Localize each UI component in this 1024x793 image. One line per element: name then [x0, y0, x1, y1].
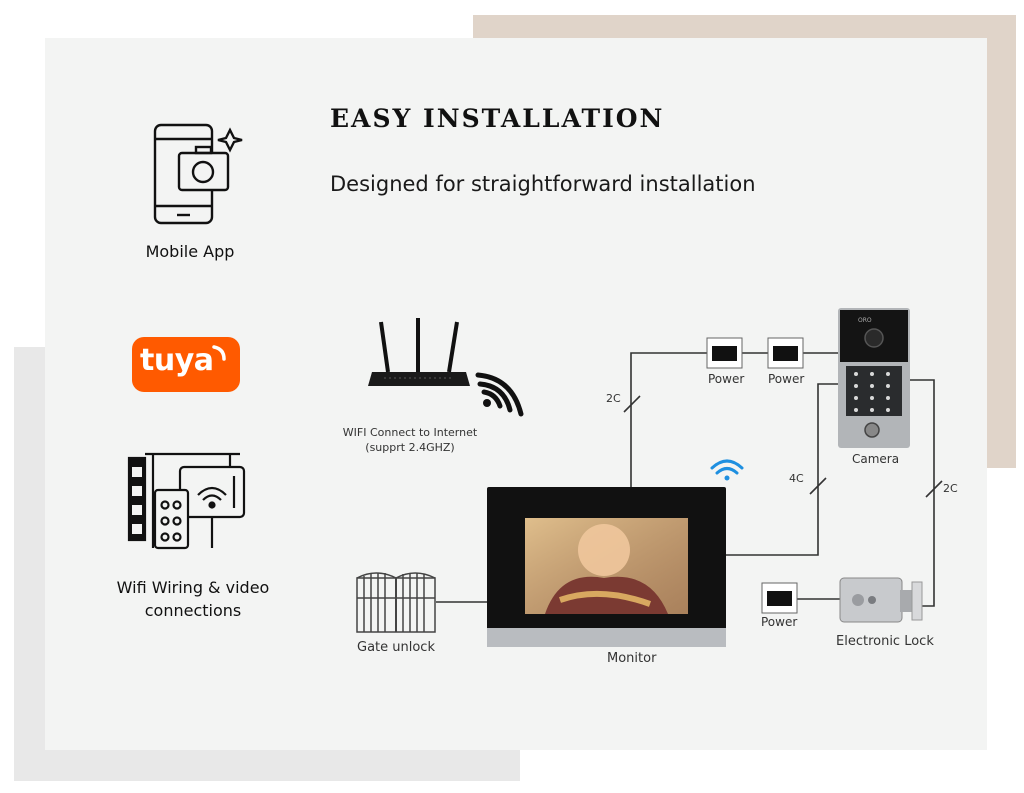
power-label: Power [768, 372, 805, 386]
monitor-device [487, 487, 726, 647]
mobile-app-label: Mobile App [145, 242, 235, 261]
gate-unlock-label: Gate unlock [357, 640, 435, 655]
wire-label: 4C [789, 472, 804, 485]
wire-label: 2C [943, 482, 958, 495]
router-icon [368, 318, 470, 386]
gate-icon [356, 572, 436, 633]
power-label: Power [708, 372, 745, 386]
wifi-blue-icon [710, 459, 744, 481]
wifi-wiring-label-line2: connections [144, 601, 242, 620]
tuya-logo-text: tuya [140, 343, 214, 378]
camera-label: Camera [852, 452, 900, 466]
wifi-wiring-label: Wifi Wiring & video connections [100, 576, 286, 622]
power-label: Power [761, 615, 798, 629]
wifi-wiring-label-line1: Wifi Wiring & video [116, 578, 270, 597]
tuya-logo: tuya [132, 337, 240, 392]
router-label-line2: (supprt 2.4GHZ) [365, 441, 455, 454]
router-label: WIFI Connect to Internet (supprt 2.4GHZ) [330, 425, 490, 455]
router-label-line1: WIFI Connect to Internet [342, 426, 478, 439]
camera-door-station [838, 308, 910, 448]
power-supply-icon [767, 337, 804, 369]
wireless-signal-icon [475, 372, 524, 417]
power-supply-icon [706, 337, 743, 369]
page-title: EASY INSTALLATION [330, 104, 665, 133]
page-subtitle: Designed for straightforward installatio… [330, 172, 756, 196]
tuya-arc-icon [212, 345, 226, 361]
mobile-camera-icon [153, 123, 243, 225]
electronic-lock-device [839, 577, 923, 623]
wiring-lines [436, 352, 943, 607]
camera-brand-text: ORO [858, 317, 872, 324]
power-supply-icon [761, 582, 798, 614]
wire-label: 2C [606, 392, 621, 405]
monitor-label: Monitor [607, 651, 657, 666]
wifi-wiring-icon [127, 452, 246, 550]
electronic-lock-label: Electronic Lock [836, 634, 934, 649]
